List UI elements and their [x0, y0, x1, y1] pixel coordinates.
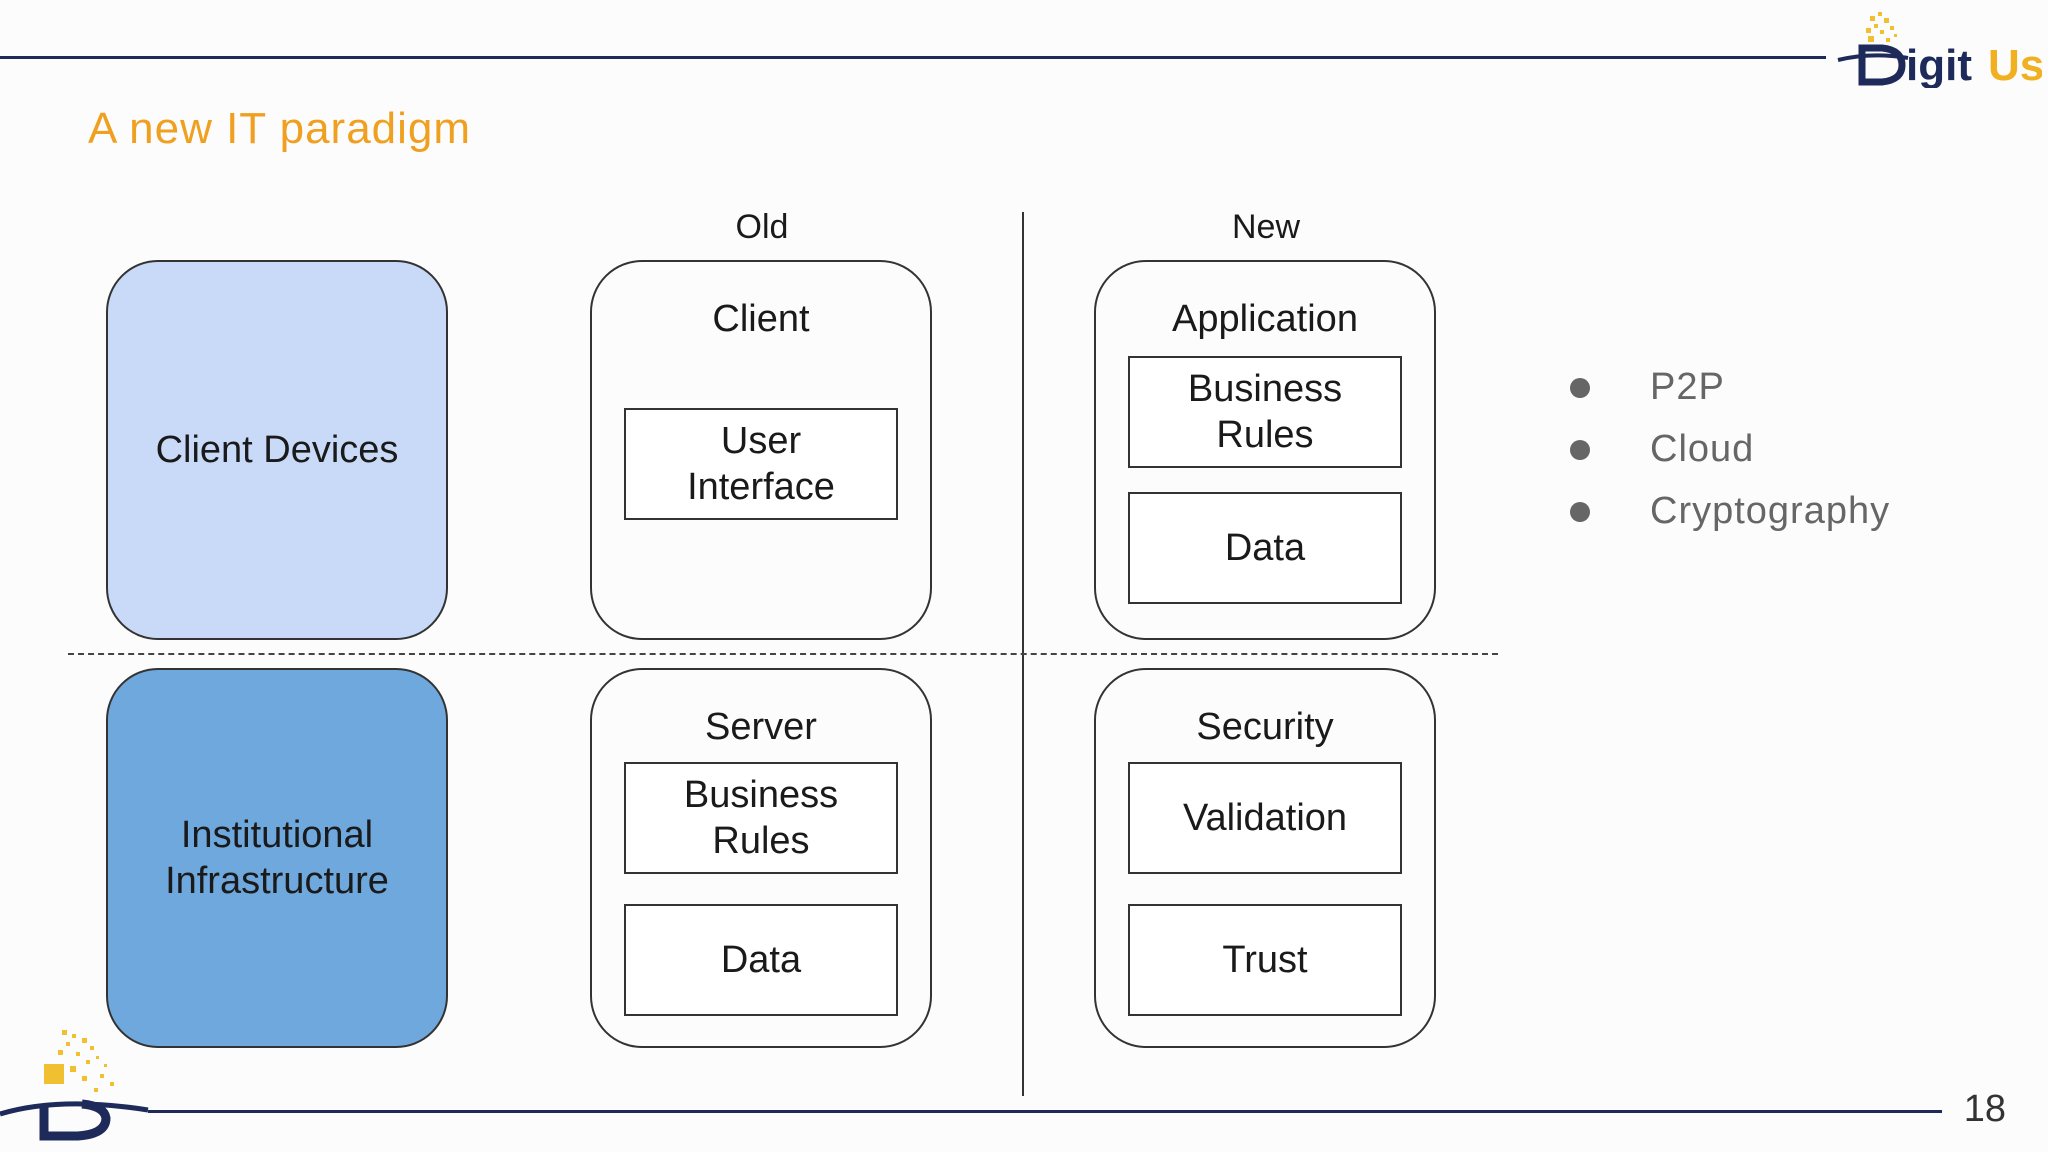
server-box: Server Business Rules Data: [590, 668, 932, 1048]
bullet-text: Cloud: [1650, 428, 1755, 470]
security-box-title: Security: [1196, 706, 1334, 748]
security-box: Security Validation Trust: [1094, 668, 1436, 1048]
bullet-text: P2P: [1650, 366, 1725, 408]
business-rules-block: Business Rules: [1128, 356, 1402, 468]
slide-title: A new IT paradigm: [88, 104, 472, 153]
header-rule: [0, 56, 1826, 59]
feature-bullet-list: P2P Cloud Cryptography: [1568, 362, 1890, 548]
list-item: P2P: [1568, 362, 1890, 424]
client-devices-box: Client Devices: [106, 260, 448, 640]
data-block: Data: [624, 904, 898, 1016]
client-box-title: Client: [712, 298, 810, 340]
application-box: Application Business Rules Data: [1094, 260, 1436, 640]
column-label-old: Old: [735, 208, 789, 246]
bullet-icon: [1570, 440, 1590, 460]
list-item: Cryptography: [1568, 486, 1890, 548]
list-item: Cloud: [1568, 424, 1890, 486]
page-number: 18: [1963, 1088, 2006, 1130]
bullet-text: Cryptography: [1650, 490, 1891, 532]
user-interface-block: User Interface: [624, 408, 898, 520]
column-label-new: New: [1231, 208, 1301, 246]
trust-block: Trust: [1128, 904, 1402, 1016]
footer-rule: [148, 1110, 1942, 1113]
client-devices-label: Client Devices: [155, 429, 399, 471]
svg-text:igit: igit: [1906, 41, 1972, 88]
institutional-infrastructure-label: Institutional Infrastructure: [165, 814, 389, 902]
business-rules-block: Business Rules: [624, 762, 898, 874]
svg-text:Us: Us: [1988, 41, 2042, 88]
bullet-icon: [1570, 378, 1590, 398]
validation-block: Validation: [1128, 762, 1402, 874]
digitus-logo: igit Us: [1832, 8, 2044, 90]
bullet-icon: [1570, 502, 1590, 522]
client-box: Client User Interface: [590, 260, 932, 640]
application-box-title: Application: [1172, 298, 1358, 340]
server-box-title: Server: [705, 706, 817, 748]
institutional-infrastructure-box: Institutional Infrastructure: [106, 668, 448, 1048]
digitus-mark-icon: [0, 1024, 150, 1144]
data-block: Data: [1128, 492, 1402, 604]
dashed-divider: [68, 653, 1498, 655]
